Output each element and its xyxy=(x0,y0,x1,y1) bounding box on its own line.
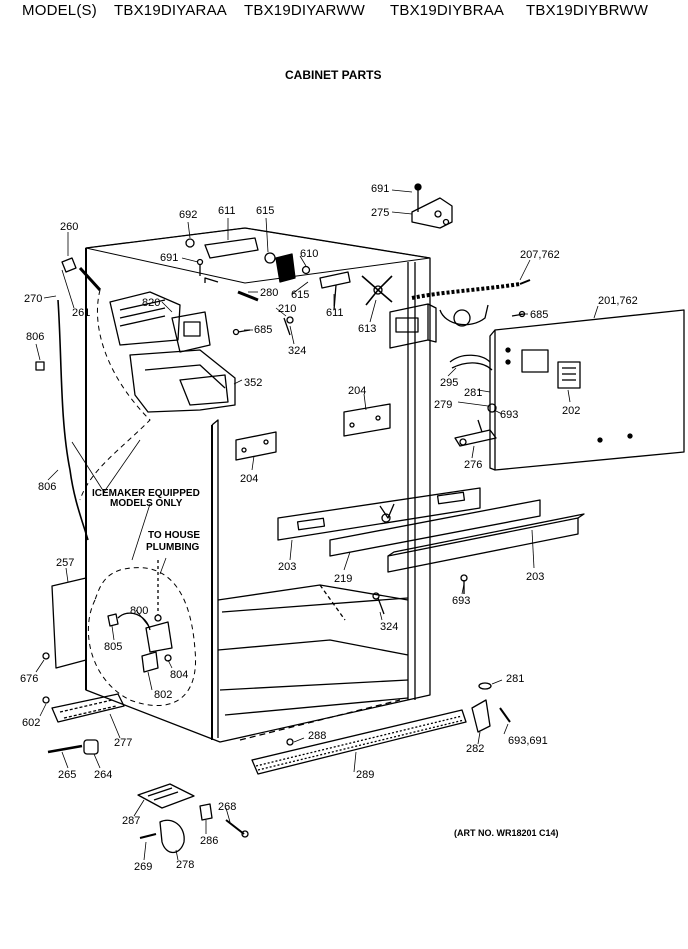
part-label: 269 xyxy=(134,861,152,873)
part-label: 820 xyxy=(142,297,160,309)
part-label: 281 xyxy=(506,673,524,685)
part-label: 693 xyxy=(452,595,470,607)
model-number-4: TBX19DIYBRWW xyxy=(526,2,649,19)
model-header: MODEL(S) TBX19DIYARAA TBX19DIYARWW TBX19… xyxy=(22,0,682,24)
part-label: 288 xyxy=(308,730,326,742)
part-label: 268 xyxy=(218,801,236,813)
icemaker-note-line1: ICEMAKER EQUIPPED xyxy=(92,488,200,499)
model-prefix: MODEL(S) xyxy=(22,2,97,19)
bracket-204-right xyxy=(343,403,391,437)
mounting-rail-277 xyxy=(42,693,125,723)
part-label: 280 xyxy=(260,287,278,299)
part-label: 676 xyxy=(20,673,38,685)
part-label: 203 xyxy=(526,571,544,583)
leader-lines xyxy=(35,189,599,861)
part-label: 805 xyxy=(104,641,122,653)
rail-203-upper xyxy=(277,487,481,541)
part-label: 685 xyxy=(254,324,272,336)
part-label: 264 xyxy=(94,769,112,781)
part-label: 693 xyxy=(500,409,518,421)
plumbing-note-line1: TO HOUSE xyxy=(148,530,200,541)
part-label: 204 xyxy=(348,385,366,397)
bracket-204-left xyxy=(235,431,277,461)
caster-286-278 xyxy=(139,803,249,854)
part-label: 279 xyxy=(434,399,452,411)
part-label: 615 xyxy=(291,289,309,301)
part-label: 611 xyxy=(218,205,236,217)
screw-324-lower xyxy=(372,592,385,615)
part-label: 276 xyxy=(464,459,482,471)
model-number-2: TBX19DIYARWW xyxy=(244,2,366,19)
leveling-leg-265-264 xyxy=(47,739,99,755)
control-box-613 xyxy=(389,303,437,349)
model-number-3: TBX19DIYBRAA xyxy=(390,2,505,19)
model-number-1: TBX19DIYARAA xyxy=(114,2,227,19)
thermostat-wires-295 xyxy=(449,354,493,371)
part-label: 295 xyxy=(440,377,458,389)
bottom-hinge-282 xyxy=(471,682,511,733)
cabinet-body xyxy=(85,227,431,743)
part-label: 800 xyxy=(130,605,148,617)
part-label: 324 xyxy=(288,345,306,357)
part-label: 270 xyxy=(24,293,42,305)
part-label: 287 xyxy=(122,815,140,827)
fan-motor-assembly xyxy=(185,237,393,336)
part-label: 207,762 xyxy=(520,249,560,261)
part-label: 806 xyxy=(38,481,56,493)
fill-tube-806 xyxy=(35,257,102,541)
part-label: 804 xyxy=(170,669,188,681)
part-label: 261 xyxy=(72,307,90,319)
part-label: 610 xyxy=(300,248,318,260)
part-label: 615 xyxy=(256,205,274,217)
art-number: (ART NO. WR18201 C14) xyxy=(454,828,559,838)
part-label: 802 xyxy=(154,689,172,701)
part-label: 281 xyxy=(464,387,482,399)
part-label: 693,691 xyxy=(508,735,548,747)
part-label: 613 xyxy=(358,323,376,335)
part-label: 282 xyxy=(466,743,484,755)
part-label: 204 xyxy=(240,473,258,485)
part-label: 260 xyxy=(60,221,78,233)
part-label: 265 xyxy=(58,769,76,781)
part-label: 602 xyxy=(22,717,40,729)
damper-bracket-276 xyxy=(454,403,497,447)
part-label: 203 xyxy=(278,561,296,573)
part-label: 806 xyxy=(26,331,44,343)
part-label: 611 xyxy=(326,307,344,319)
ice-bucket-352 xyxy=(129,349,236,413)
rear-panel-201 xyxy=(489,309,685,471)
part-label: 352 xyxy=(244,377,262,389)
base-plate-287 xyxy=(137,783,195,809)
diagram-notes: ICEMAKER EQUIPPED MODELS ONLY TO HOUSE P… xyxy=(92,488,559,838)
part-label: 324 xyxy=(380,621,398,633)
access-cover-257 xyxy=(42,577,87,669)
plumbing-note-line2: PLUMBING xyxy=(146,542,200,553)
icemaker-820 xyxy=(109,291,211,353)
part-label: 210 xyxy=(278,303,296,315)
rail-203-lower xyxy=(387,513,585,573)
rail-219 xyxy=(329,499,541,557)
screw-693-center xyxy=(460,574,468,594)
part-label: 257 xyxy=(56,557,74,569)
part-label: 219 xyxy=(334,573,352,585)
part-label: 202 xyxy=(562,405,580,417)
part-labels: 691 275 692 611 615 260 207,762 691 610 … xyxy=(20,183,638,873)
top-hinge-275 xyxy=(411,183,453,229)
part-label: 692 xyxy=(179,209,197,221)
part-label: 278 xyxy=(176,859,194,871)
part-label: 286 xyxy=(200,835,218,847)
toe-grille-289 xyxy=(251,709,467,775)
part-label: 289 xyxy=(356,769,374,781)
part-label: 685 xyxy=(530,309,548,321)
part-label: 691 xyxy=(371,183,389,195)
page-title: CABINET PARTS xyxy=(285,68,382,82)
part-label: 201,762 xyxy=(598,295,638,307)
heater-coil-207 xyxy=(411,279,531,327)
part-label: 277 xyxy=(114,737,132,749)
part-label: 691 xyxy=(160,252,178,264)
icemaker-callout-bubble xyxy=(79,289,197,707)
icemaker-note-line2: MODELS ONLY xyxy=(110,498,183,509)
part-label: 275 xyxy=(371,207,389,219)
